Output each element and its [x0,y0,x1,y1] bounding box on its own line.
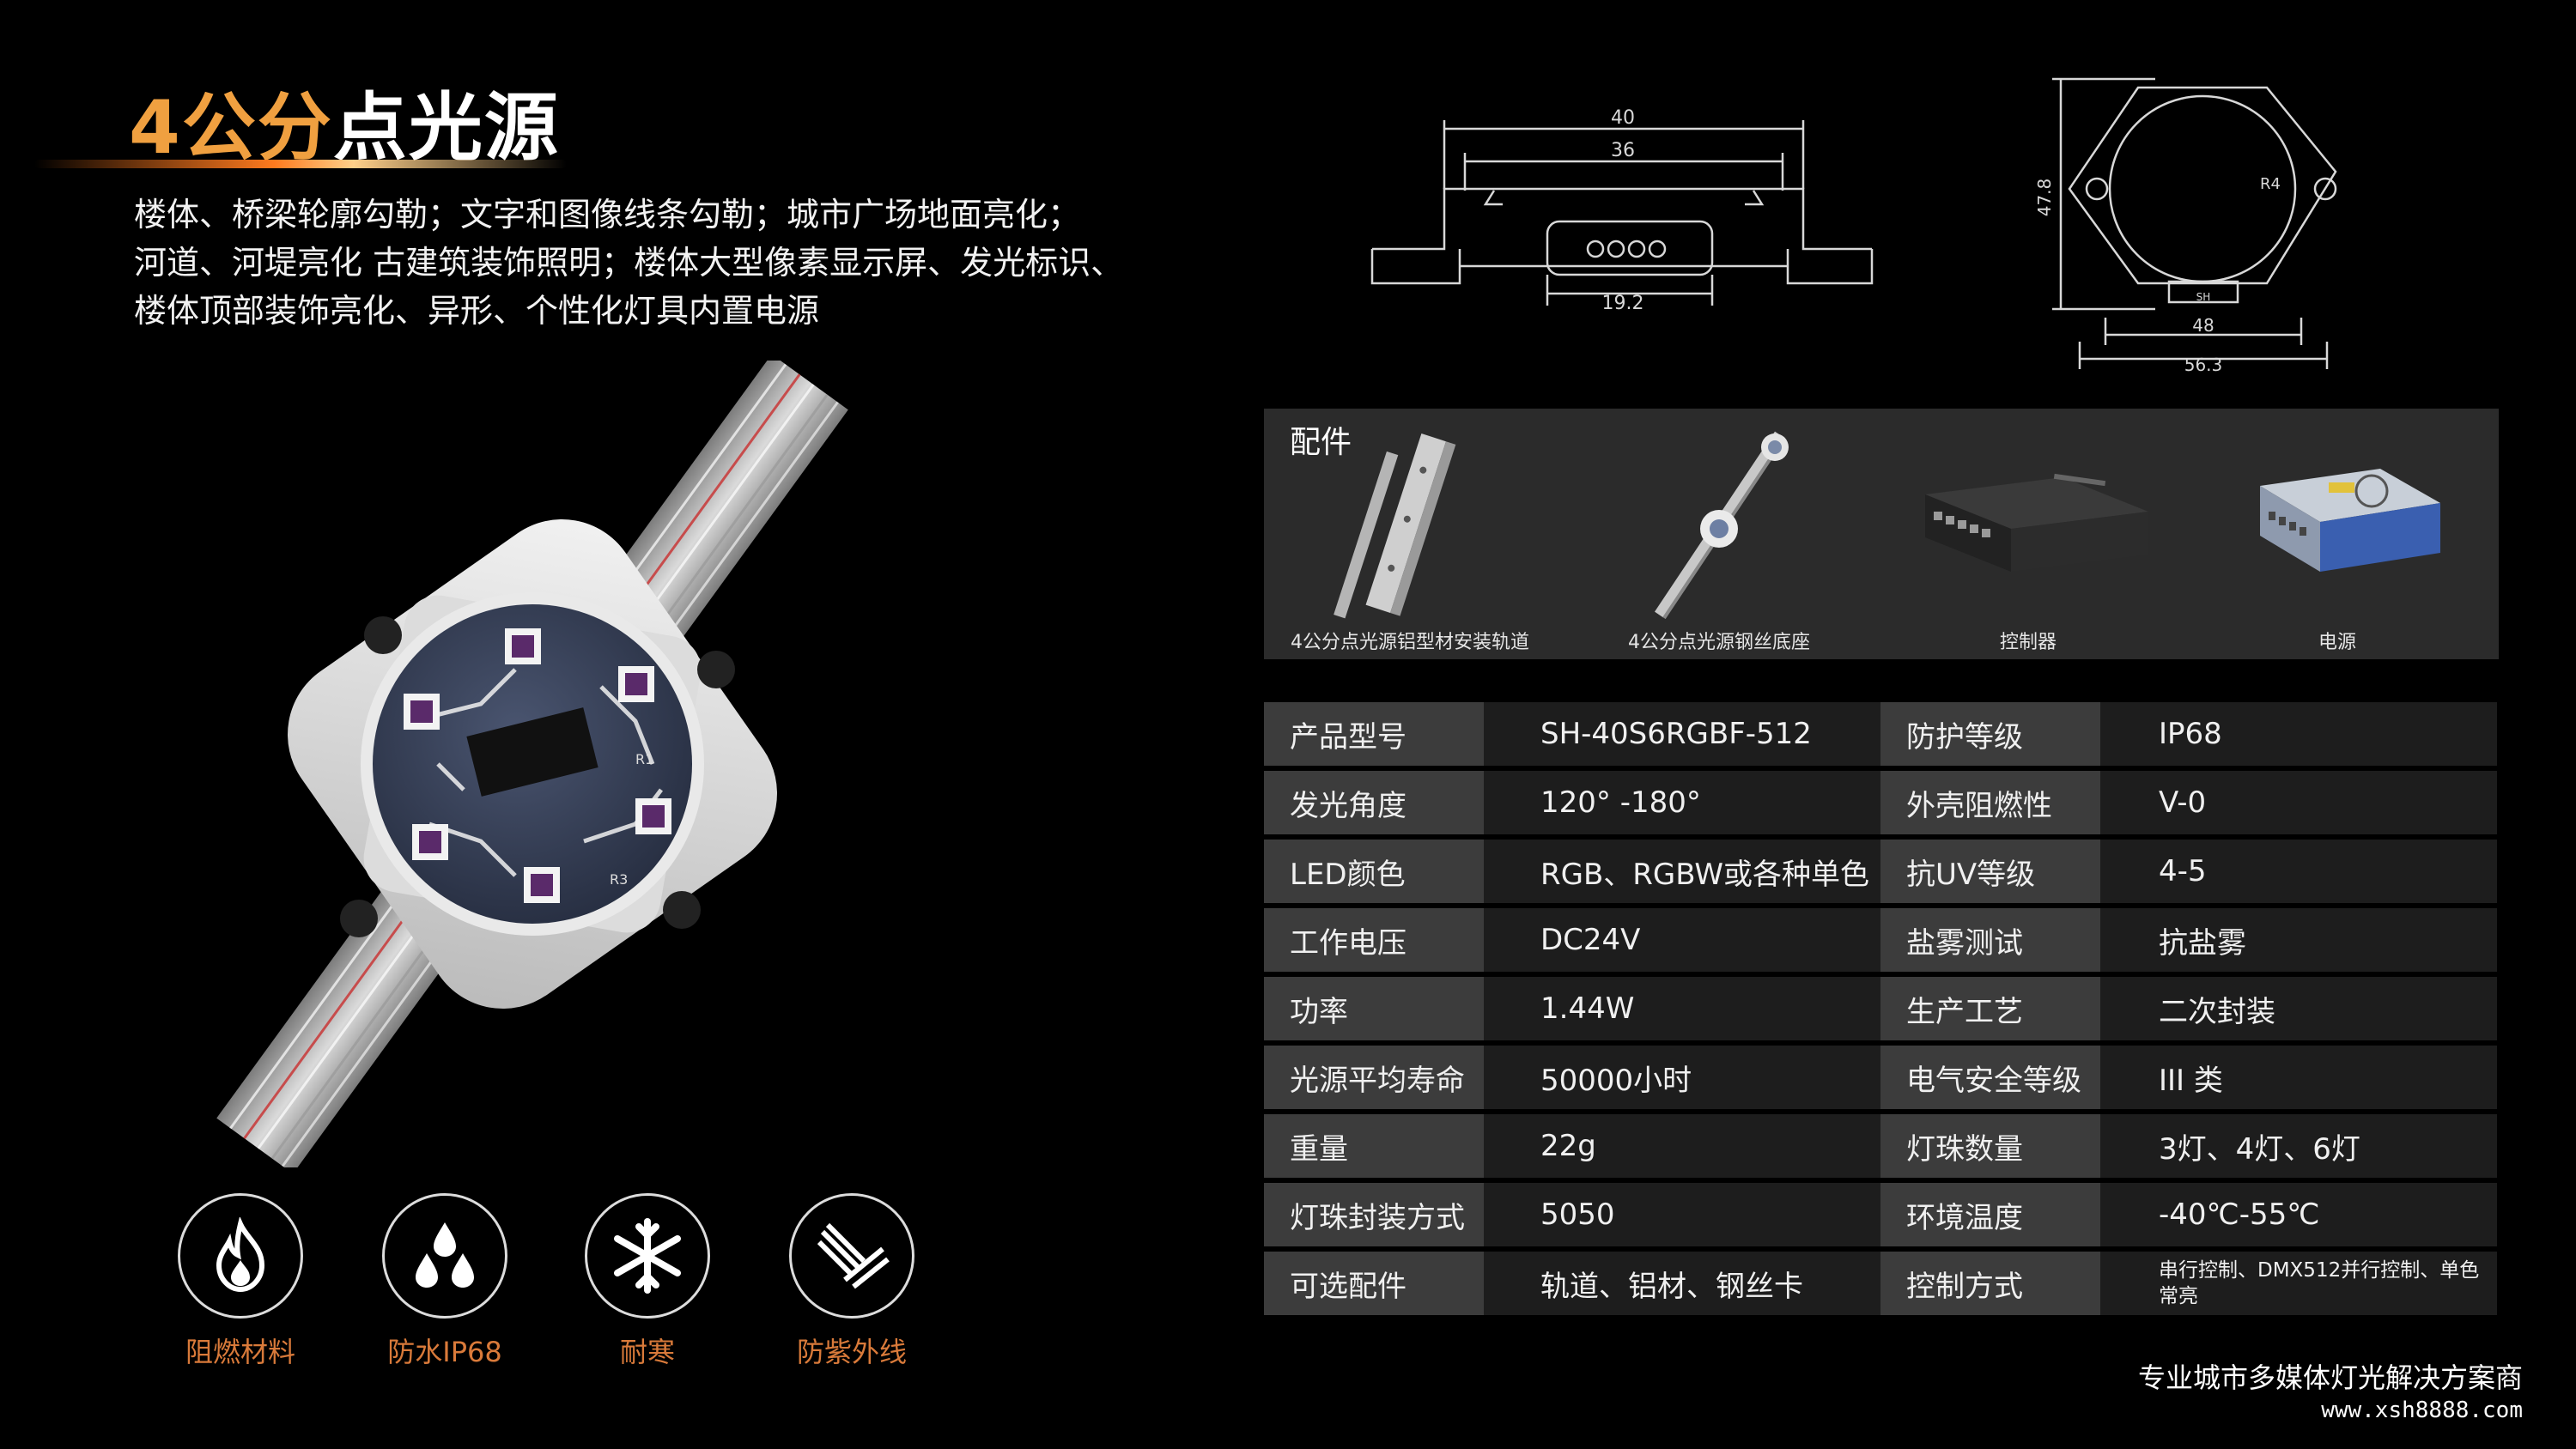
water-drops-icon [382,1193,507,1319]
spec-key: 光源平均寿命 [1264,1046,1484,1109]
spec-key: 控制方式 [1880,1252,2100,1315]
feature-label: 防水IP68 [387,1336,502,1368]
side-view-drawing: 40 36 19.2 [1365,94,1880,318]
accessory-label: 4公分点光源钢丝底座 [1628,632,1810,653]
table-row: 可选配件轨道、铝材、钢丝卡控制方式串行控制、DMX512并行控制、单色常亮 [1264,1252,2497,1320]
spec-value: RGB、RGBW或各种单色 [1484,840,1880,903]
spec-value: III 类 [2100,1046,2497,1109]
spec-value: 5050 [1484,1183,1880,1246]
top-view-drawing: 47.8 R4 SH 48 56.3 [2034,69,2370,378]
spec-key: 功率 [1264,977,1484,1040]
pixel-light-illustration: R1 R3 [216,354,848,1174]
feature-label: 防紫外线 [796,1336,907,1368]
spec-key: 生产工艺 [1880,977,2100,1040]
accessories-title: 配件 [1290,425,1352,460]
spec-value: DC24V [1484,908,1880,972]
accessory-label: 电源 [2318,632,2356,653]
title-rest: 点光源 [332,85,560,171]
dimension-56-3: 56.3 [2184,355,2223,375]
spec-key: 灯珠数量 [1880,1114,2100,1178]
spec-key: 产品型号 [1264,702,1484,766]
pcb-label-r1: R1 [635,751,653,767]
spec-key: 抗UV等级 [1880,840,2100,903]
snowflake-icon [585,1193,710,1319]
spec-value: -40℃-55℃ [2100,1183,2497,1246]
spec-key: 工作电压 [1264,908,1484,972]
spec-value: 轨道、铝材、钢丝卡 [1484,1252,1880,1315]
accessory-label: 控制器 [1999,632,2057,653]
accessory-wire-base: 4公分点光源钢丝底座 [1582,426,1856,653]
page-title: 4公分点光源 [129,67,560,174]
product-image: R1 R3 [155,354,910,1174]
dimension-19-2: 19.2 [1602,293,1644,314]
feature-label: 阻燃材料 [185,1336,295,1368]
description-line: 楼体顶部装饰亮化、异形、个性化灯具内置电源 [134,292,820,330]
spec-value: V-0 [2100,771,2497,834]
dimension-47-8: 47.8 [2035,179,2055,217]
dimension-36: 36 [1611,140,1635,161]
spec-value: 3灯、4灯、6灯 [2100,1114,2497,1178]
accessory-label: 4公分点光源铝型材安装轨道 [1291,632,1529,653]
spec-value: 4-5 [2100,840,2497,903]
spec-value: 串行控制、DMX512并行控制、单色常亮 [2100,1252,2497,1315]
accessory-power-supply: 电源 [2200,426,2475,653]
title-underline [34,160,567,168]
footer-slogan: 专业城市多媒体灯光解决方案商 [2137,1361,2523,1394]
spec-key: LED颜色 [1264,840,1484,903]
description: 楼体、桥梁轮廓勾勒；文字和图像线条勾勒；城市广场地面亮化； 河道、河堤亮化 古建… [134,191,1233,335]
accessory-controller: 控制器 [1891,426,2166,653]
title-highlight: 4公分 [129,85,333,171]
spec-key: 可选配件 [1264,1252,1484,1315]
rail-illustration [1334,433,1456,619]
spec-key: 环境温度 [1880,1183,2100,1246]
flame-icon [178,1193,303,1319]
wire-base-illustration [1655,431,1789,620]
spec-value: 抗盐雾 [2100,908,2497,972]
spec-value: SH-40S6RGBF-512 [1484,702,1880,766]
spec-key: 发光角度 [1264,771,1484,834]
description-line: 河道、河堤亮化 古建筑装饰照明；楼体大型像素显示屏、发光标识、 [134,244,1124,282]
feature-waterproof: 防水IP68 [376,1193,513,1370]
spec-key: 盐雾测试 [1880,908,2100,972]
accessories-panel: 配件 4公分点光源铝型材安装轨道 4公分点光源钢丝底座 [1264,409,2499,659]
mark-sh: SH [2196,291,2211,303]
spec-value: IP68 [2100,702,2497,766]
spec-value: 120° -180° [1484,771,1880,834]
footer-website: www.xsh8888.com [2321,1397,2523,1423]
dimension-48: 48 [2192,315,2214,336]
feature-cold-resistant: 耐寒 [579,1193,716,1370]
pcb-label-r3: R3 [610,871,628,888]
uv-shield-icon [789,1193,914,1319]
feature-flame-retardant: 阻燃材料 [172,1193,309,1370]
spec-value: 50000小时 [1484,1046,1880,1109]
controller-illustration [1925,473,2148,572]
feature-label: 耐寒 [619,1336,675,1368]
spec-key: 灯珠封装方式 [1264,1183,1484,1246]
description-line: 楼体、桥梁轮廓勾勒；文字和图像线条勾勒；城市广场地面亮化； [134,196,1081,233]
spec-key: 外壳阻燃性 [1880,771,2100,834]
spec-key: 重量 [1264,1114,1484,1178]
power-supply-illustration [2260,469,2440,572]
feature-uv-resistant: 防紫外线 [783,1193,920,1370]
spec-key: 电气安全等级 [1880,1046,2100,1109]
dimension-40: 40 [1611,107,1635,129]
accessory-rail: 4公分点光源铝型材安装轨道 [1273,426,1547,653]
dimension-r4: R4 [2260,175,2281,193]
spec-value: 二次封装 [2100,977,2497,1040]
spec-value: 1.44W [1484,977,1880,1040]
spec-key: 防护等级 [1880,702,2100,766]
spec-value: 22g [1484,1114,1880,1178]
